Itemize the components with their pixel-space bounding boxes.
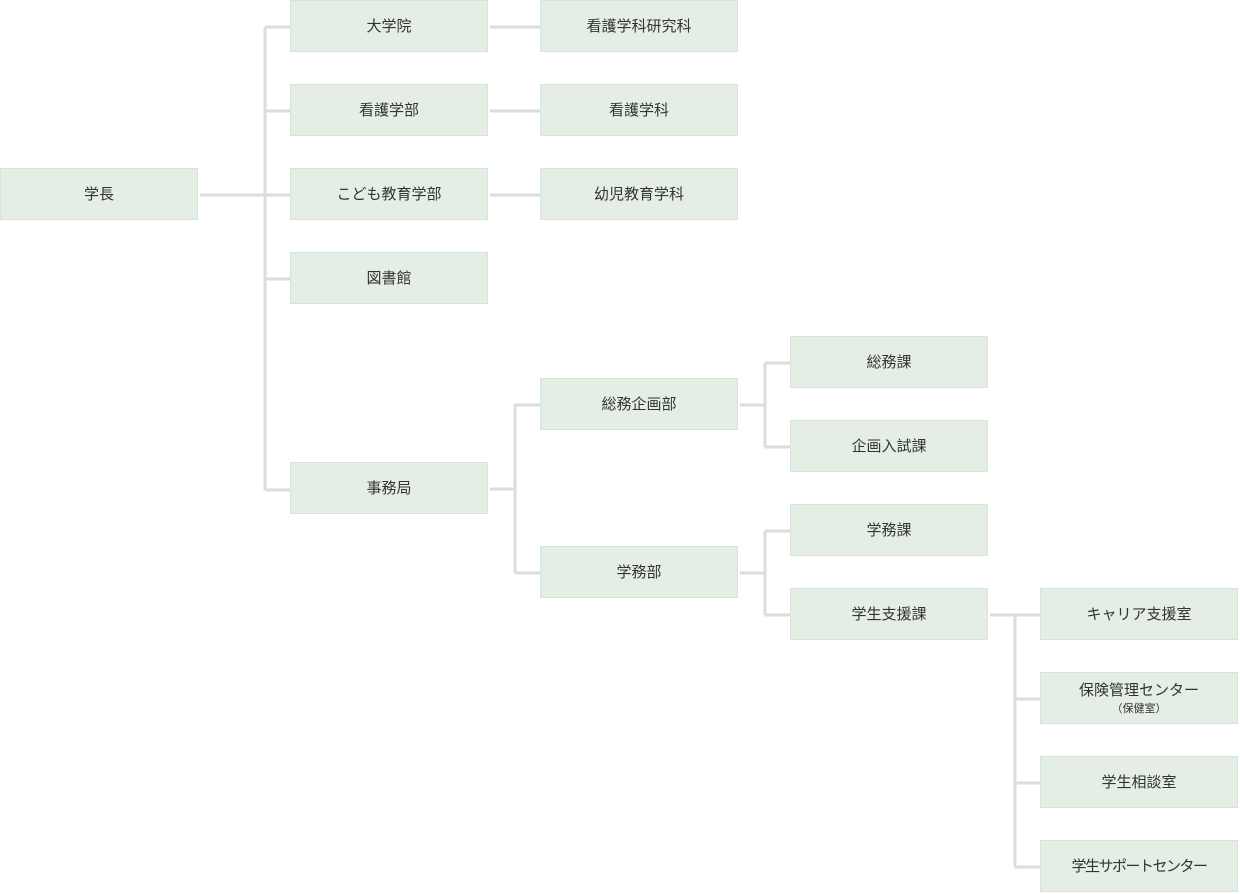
connector-general-planning-spine [740,361,790,449]
box-graduate-nursing: 看護学科研究科 [540,0,738,52]
box-career-support-office-label: キャリア支援室 [1086,605,1192,623]
box-student-support-section-label: 学生支援課 [851,605,927,623]
box-graduate-school-label: 大学院 [366,17,412,35]
box-general-planning-dept-label: 総務企画部 [601,395,677,413]
box-president-label: 学長 [83,185,114,203]
box-counseling-office-label: 学生相談室 [1101,773,1177,791]
box-graduate-school: 大学院 [290,0,488,52]
box-secretariat-label: 事務局 [366,479,412,497]
box-health-center: 保険管理センター （保健室） [1040,672,1238,724]
box-student-support-center: 学生サポートセンター [1040,840,1238,892]
box-health-center-note: （保健室） [1111,701,1167,715]
box-president: 学長 [0,168,198,220]
box-planning-admissions-section-label: 企画入試課 [851,437,927,455]
box-student-support-center-label: 学生サポートセンター [1071,857,1208,875]
box-dept-early-childhood-label: 幼児教育学科 [593,185,684,203]
box-faculty-child-education: こども教育学部 [290,168,488,220]
box-general-affairs-section: 総務課 [790,336,988,388]
box-general-affairs-section-label: 総務課 [866,353,912,371]
box-academic-affairs-section-label: 学務課 [866,521,912,539]
box-graduate-nursing-label: 看護学科研究科 [586,17,692,35]
box-academic-affairs-dept-label: 学務部 [616,563,662,581]
box-academic-affairs-dept: 学務部 [540,546,738,598]
box-health-center-label: 保険管理センター [1078,680,1199,699]
box-secretariat: 事務局 [290,462,488,514]
connector-student-support-spine [990,613,1040,869]
box-student-support-section: 学生支援課 [790,588,988,640]
box-dept-nursing: 看護学科 [540,84,738,136]
box-faculty-nursing-label: 看護学部 [358,101,419,119]
box-counseling-office: 学生相談室 [1040,756,1238,808]
connector-academic-affairs-spine [740,529,790,617]
connector-president-spine [200,27,267,490]
box-career-support-office: キャリア支援室 [1040,588,1238,640]
box-faculty-child-education-label: こども教育学部 [336,185,442,203]
box-dept-nursing-label: 看護学科 [608,101,669,119]
box-library: 図書館 [290,252,488,304]
box-dept-early-childhood: 幼児教育学科 [540,168,738,220]
connector-secretariat-spine [490,403,540,575]
box-general-planning-dept: 総務企画部 [540,378,738,430]
box-library-label: 図書館 [366,269,412,287]
box-academic-affairs-section: 学務課 [790,504,988,556]
box-planning-admissions-section: 企画入試課 [790,420,988,472]
box-faculty-nursing: 看護学部 [290,84,488,136]
